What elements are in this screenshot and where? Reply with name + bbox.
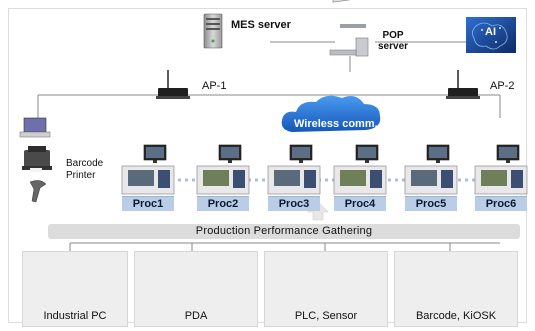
process-label: Proc2 — [197, 196, 249, 211]
process-label: Proc5 — [405, 196, 457, 211]
wireless-cloud-icon — [281, 95, 381, 132]
process-label: Proc1 — [122, 196, 174, 211]
gathering-band: Production Performance Gathering — [48, 224, 520, 239]
process-label: Proc6 — [475, 196, 527, 211]
upload-arrow-icon — [307, 201, 329, 221]
process-label: Proc3 — [268, 196, 320, 211]
mes-server-label: MES server — [231, 19, 291, 31]
device-panel-plc-sensor: PLC, Sensor — [264, 251, 388, 327]
device-label: PDA — [184, 310, 208, 322]
handheld-scanner-icon — [29, 180, 47, 203]
ap1-label: AP-1 — [202, 80, 227, 92]
device-panel-barcode-kiosk: Barcode, KiOSK — [394, 251, 518, 327]
ap2-router-icon — [446, 70, 480, 99]
ai-icon — [466, 17, 516, 53]
process-machine-icon — [404, 144, 458, 195]
device-label: Industrial PC — [43, 310, 107, 322]
process-machine-icon — [333, 144, 387, 195]
barcode-printer-icon — [22, 146, 52, 172]
pop-server-icon — [329, 0, 369, 57]
mes-server-icon — [203, 13, 223, 49]
ap1-router-icon — [156, 70, 190, 99]
process-machine-icon — [121, 144, 175, 195]
process-machine-icon — [196, 144, 250, 195]
wireless-label: Wireless comm. — [294, 118, 378, 130]
device-label: PLC, Sensor — [294, 310, 358, 322]
ai-label: AI — [485, 26, 496, 38]
device-panel-industrial-pc: Industrial PC — [22, 251, 128, 327]
network-lines — [37, 41, 501, 251]
process-machine-icon — [474, 144, 528, 195]
laptop-icon — [19, 117, 51, 138]
device-panel-pda: PDA — [134, 251, 258, 327]
process-machines — [121, 144, 528, 195]
process-machine-icon — [267, 144, 321, 195]
process-label: Proc4 — [334, 196, 386, 211]
device-label: Barcode, KiOSK — [415, 310, 497, 322]
barcode-printer-label: Barcode Printer — [66, 158, 104, 181]
ap2-label: AP-2 — [490, 80, 515, 92]
pop-server-label: POP server — [378, 30, 409, 52]
